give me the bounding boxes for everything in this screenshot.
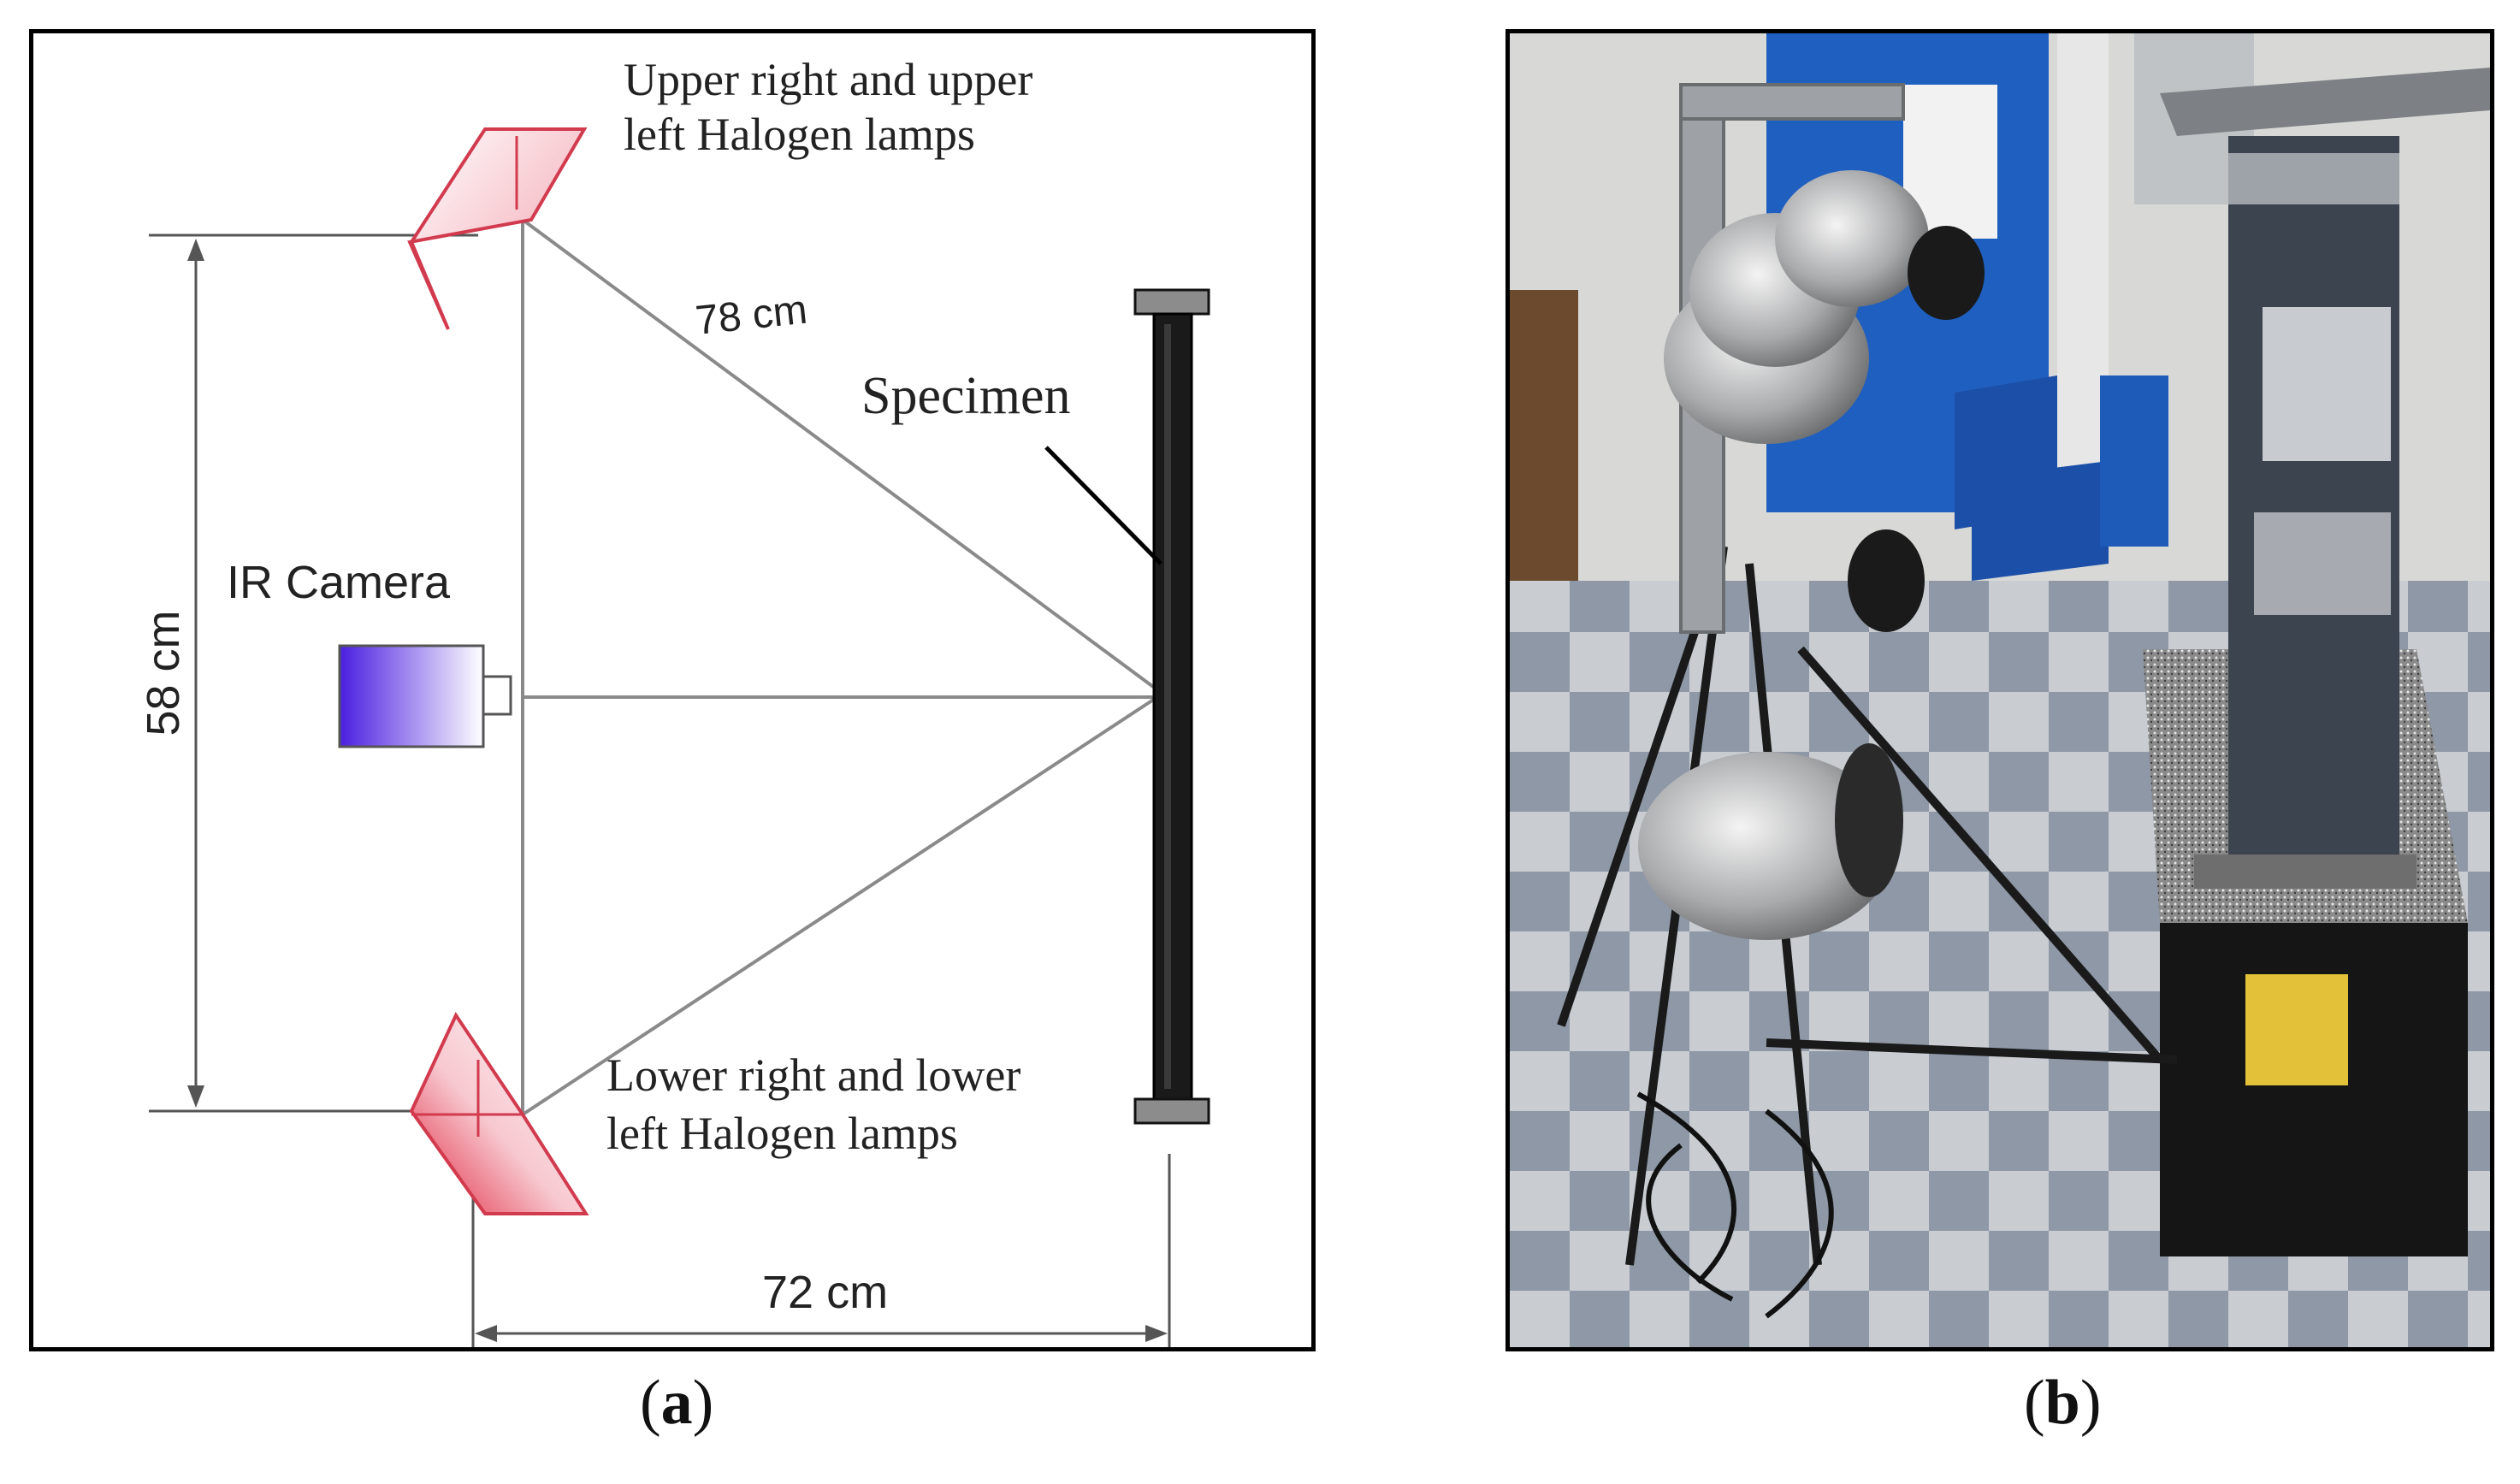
lower-halogen-lamp-icon [409,1011,589,1215]
horizontal-dimension [471,1137,1171,1347]
upper-lamps-label-line2: left Halogen lamps [624,109,975,160]
blue-chairs [1955,375,2168,581]
beam-lines [521,218,1164,1116]
setup-schematic: Upper right and upper left Halogen lamps… [138,54,1210,1347]
cables [1636,1091,1834,1319]
halogen-lamps [1638,170,1985,940]
diagram-panel-a: Upper right and upper left Halogen lamps… [29,29,1316,1351]
upper-lamps-label-line1: Upper right and upper [624,54,1032,105]
lower-lamps-label-line1: Lower right and lower [606,1049,1020,1101]
specimen-label: Specimen [861,367,1071,425]
panel-b-caption: (b) [2024,1368,2102,1438]
photo-panel-b [1505,29,2494,1351]
ir-camera-icon [338,644,512,748]
upper-halogen-lamp-icon [407,127,588,330]
horizontal-distance-label: 72 cm [762,1267,888,1318]
ir-camera-label: IR Camera [227,557,451,608]
diagonal-distance-label: 78 cm [694,287,810,344]
upper-beam-line [521,218,1164,695]
setup-photo [1510,33,2490,1347]
specimen-icon [1044,288,1210,1125]
lower-lamps-label-line2: left Halogen lamps [606,1108,958,1159]
panel-a-caption: (a) [640,1368,714,1438]
lower-beam-line [521,692,1164,1116]
vertical-distance-label: 58 cm [138,610,189,736]
specimen-leader-line [1044,446,1162,565]
table-base [2160,923,2468,1256]
